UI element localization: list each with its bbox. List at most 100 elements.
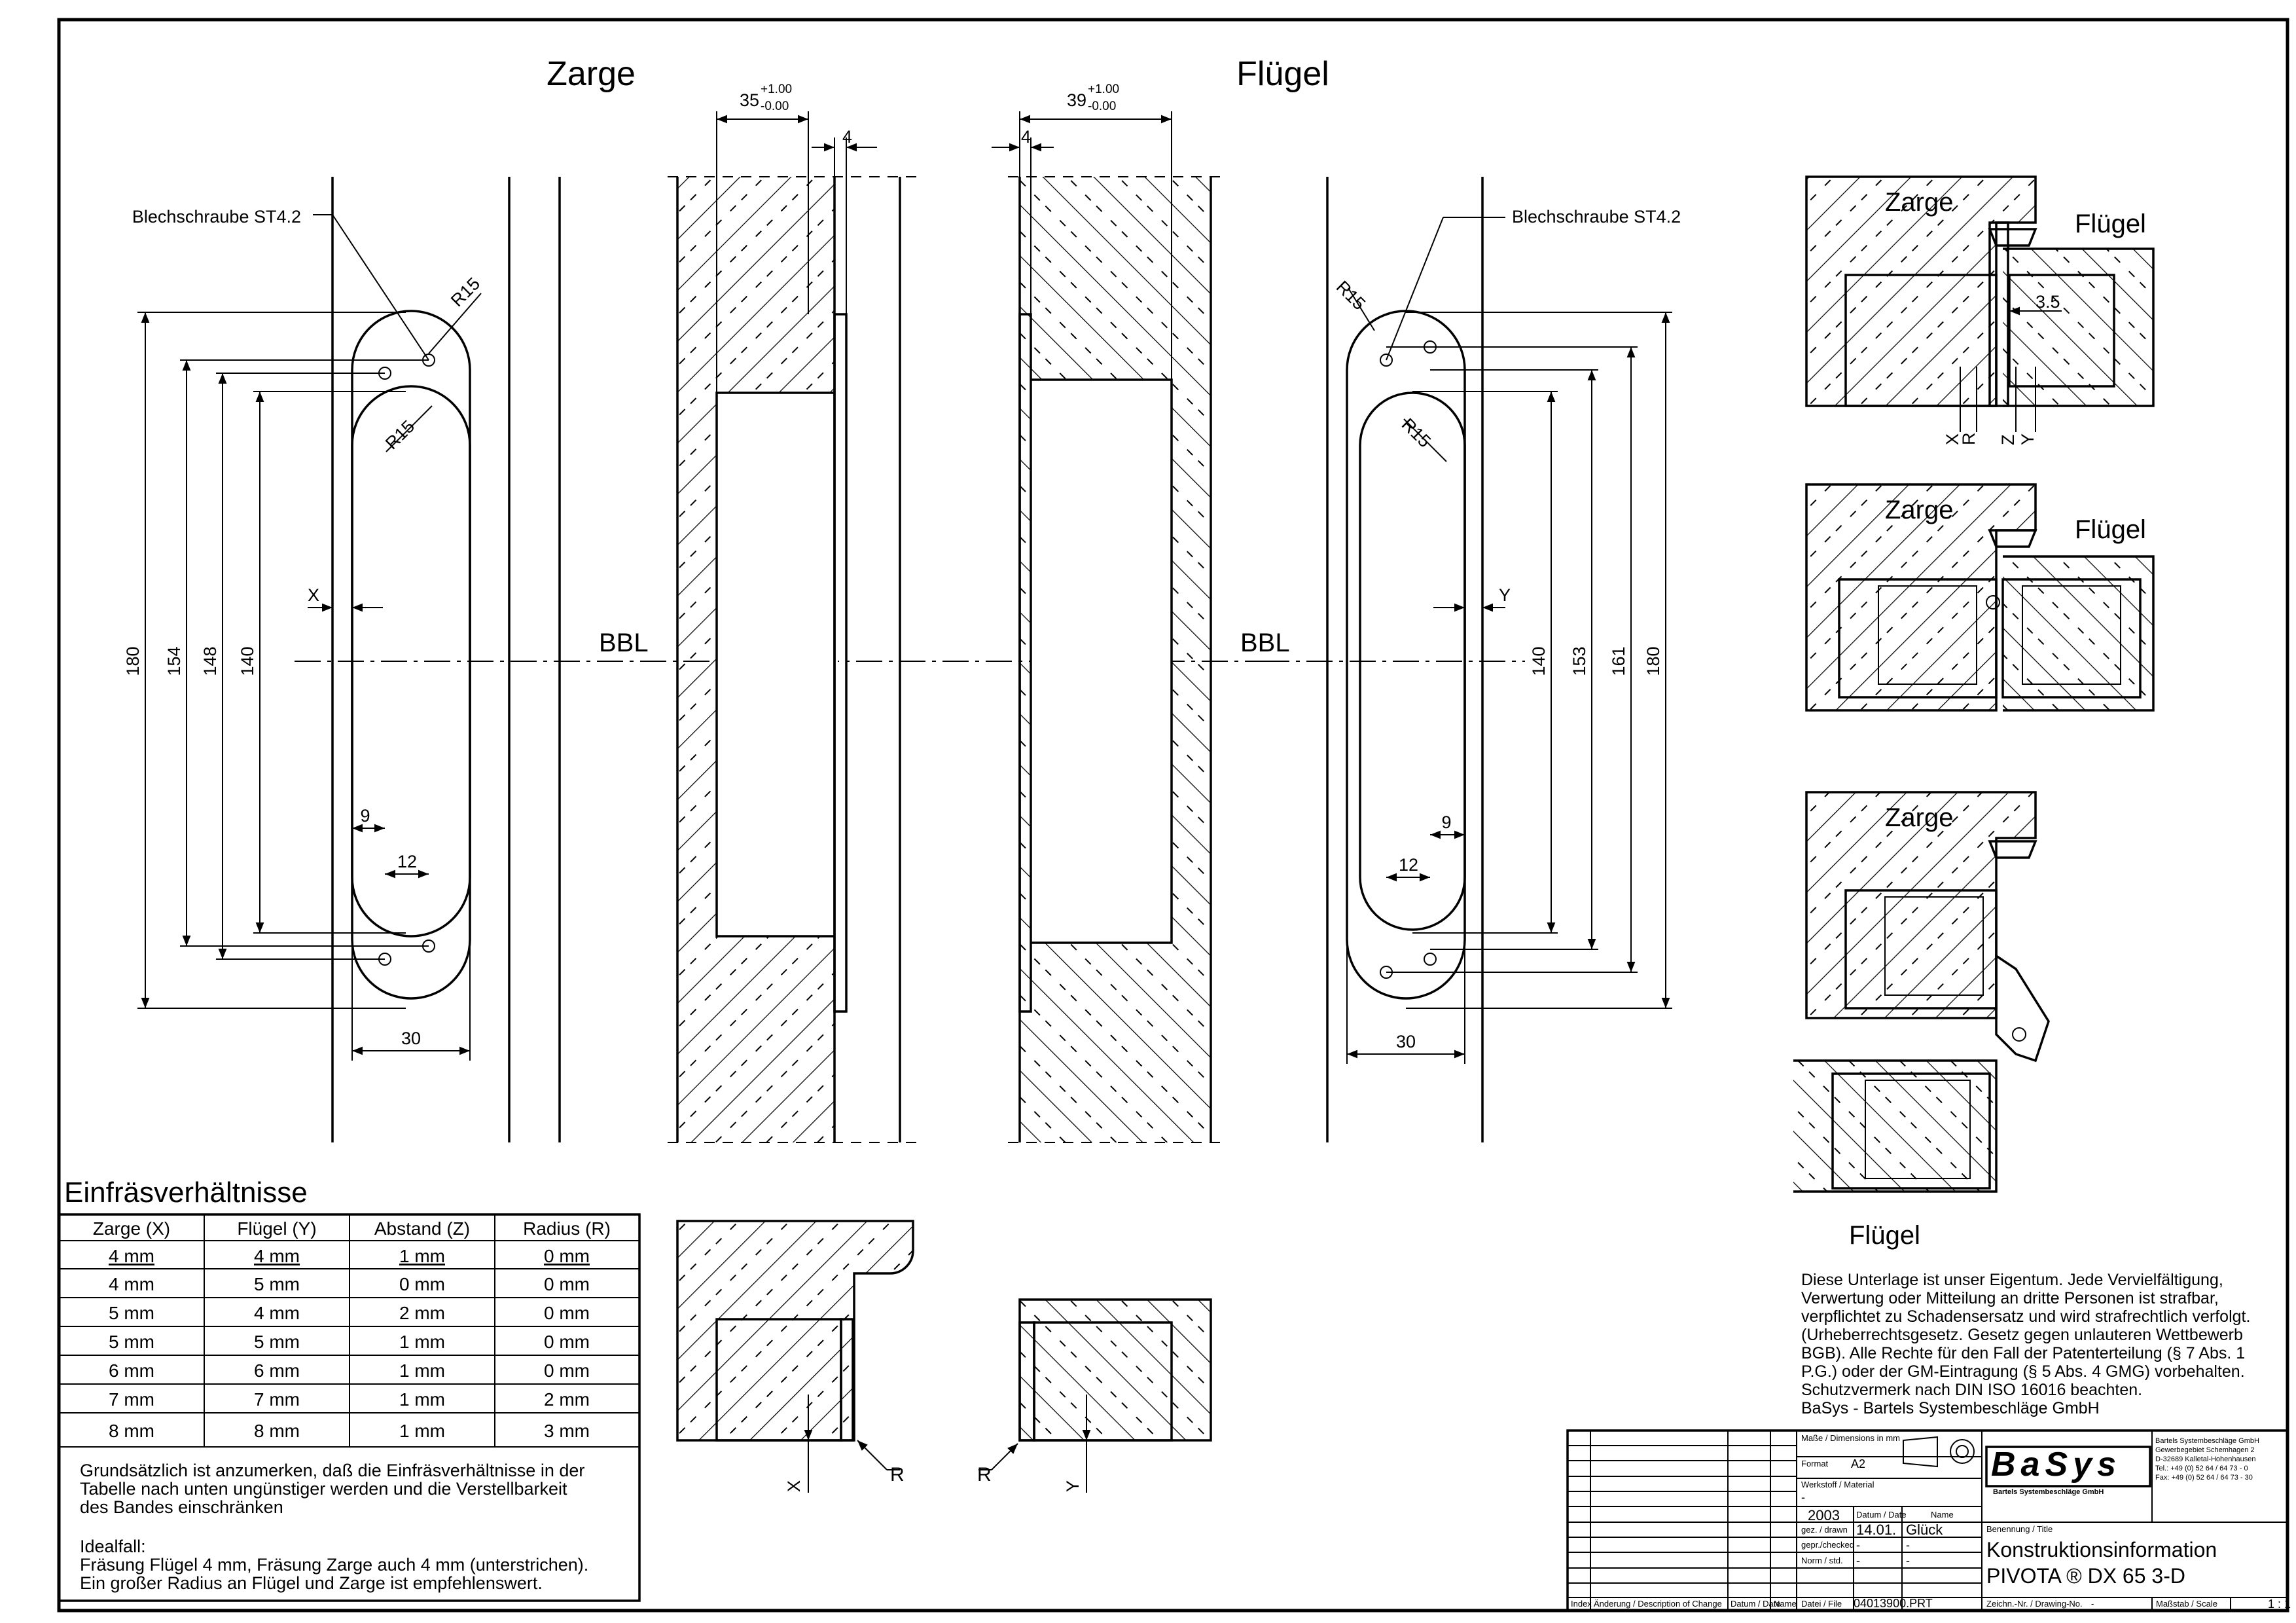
right-detail-1 [1805, 175, 2155, 432]
tb-material-label: Werkstoff / Material [1801, 1480, 1874, 1489]
tb-change-date-label: Datum / Date [1731, 1599, 1781, 1609]
tb-drawing-no-value: - [2091, 1599, 2094, 1609]
dim-30-left: 30 [401, 1029, 421, 1048]
dim-140-right: 140 [1529, 646, 1549, 676]
bbl-label-left: BBL [599, 629, 649, 657]
drawing-border [57, 18, 2289, 1613]
cell-r4c3: 0 mm [544, 1360, 590, 1381]
dim-12-right: 12 [1399, 855, 1418, 875]
right-detail-2 [1805, 483, 2155, 712]
cell-r6c3: 3 mm [544, 1421, 590, 1441]
tb-title-line2: PIVOTA ® DX 65 3-D [1986, 1564, 2185, 1588]
tb-drawn-name: Glück [1906, 1522, 1943, 1538]
cell-r3c0: 5 mm [109, 1332, 154, 1352]
cell-r0c0: 4 mm [109, 1246, 154, 1266]
tb-index-label: Index [1571, 1599, 1592, 1609]
dim-y-right: Y [1499, 585, 1511, 605]
cell-r4c1: 6 mm [254, 1360, 300, 1381]
tb-norm-label: Norm / std. [1801, 1556, 1843, 1565]
r15-label-4: R15 [1398, 414, 1435, 451]
fluegel-front-view [1326, 177, 1672, 1142]
note-4: Idealfall: [80, 1537, 146, 1556]
tb-checked-label: gepr./checked [1801, 1540, 1854, 1550]
tb-date-label: Datum / Date [1856, 1510, 1907, 1520]
dim-153: 153 [1570, 646, 1589, 676]
dim-39-tol-plus: +1.00 [1088, 82, 1119, 96]
dim-4-left: 4 [842, 127, 852, 147]
dim-39-tol-minus: -0.00 [1088, 100, 1116, 113]
right-fluegel-1: Flügel [2075, 210, 2146, 238]
tb-year: 2003 [1808, 1507, 1840, 1523]
cell-r6c1: 8 mm [254, 1421, 300, 1441]
note-2: Tabelle nach unten ungünstiger werden un… [80, 1479, 567, 1499]
cell-r3c2: 1 mm [399, 1332, 445, 1352]
right-zarge-1: Zarge [1885, 188, 1954, 217]
cell-r1c2: 0 mm [399, 1274, 445, 1294]
th-fluegel: Flügel (Y) [237, 1218, 316, 1239]
dim-140-left: 140 [238, 646, 257, 676]
fluegel-detail-section [978, 1298, 1212, 1493]
cell-r0c2: 1 mm [399, 1246, 445, 1266]
right-detail-3 [1793, 791, 2050, 1193]
einfraes-table [58, 1213, 641, 1602]
tb-name-label: Name [1931, 1510, 1954, 1520]
svg-text:BGB). Alle Rechte für den Fall: BGB). Alle Rechte für den Fall der Paten… [1801, 1344, 2245, 1362]
dim-4-right: 4 [1021, 127, 1031, 147]
tb-format-value: A2 [1851, 1457, 1865, 1470]
screw-label-left: Blechschraube ST4.2 [132, 207, 301, 227]
cell-r6c0: 8 mm [109, 1421, 154, 1441]
right-dim-r: R [1959, 433, 1979, 446]
cell-r1c0: 4 mm [109, 1274, 154, 1294]
tb-norm-name: - [1906, 1554, 1910, 1567]
tb-drawn-label: gez. / drawn [1801, 1525, 1848, 1535]
dim-180-left: 180 [123, 646, 143, 676]
tb-material-value: - [1801, 1491, 1805, 1504]
tb-scale-label: Maßstab / Scale [2156, 1599, 2217, 1609]
tb-format-label: Format [1801, 1459, 1829, 1468]
tb-company-1: Bartels Systembeschläge GmbH [2155, 1437, 2259, 1445]
tb-change-label: Änderung / Description of Change [1594, 1599, 1722, 1609]
copyright-notice: Diese Unterlage ist unser Eigentum. Jede… [1801, 1271, 2250, 1417]
cell-r3c3: 0 mm [544, 1332, 590, 1352]
cell-r2c2: 2 mm [399, 1303, 445, 1323]
svg-text:BaSys - Bartels Systembeschläg: BaSys - Bartels Systembeschläge GmbH [1801, 1399, 2100, 1417]
svg-text:(Urheberrechtsgesetz. Gesetz g: (Urheberrechtsgesetz. Gesetz gegen unlau… [1801, 1326, 2243, 1344]
dim-9-right: 9 [1441, 812, 1451, 832]
zarge-detail-section [676, 1220, 914, 1493]
note-3: des Bandes einschränken [80, 1497, 283, 1517]
svg-text:verpflichtet zu Schadensersatz: verpflichtet zu Schadensersatz und wird … [1801, 1307, 2250, 1326]
th-radius: Radius (R) [523, 1218, 611, 1239]
dim-154: 154 [164, 646, 184, 676]
zarge-front-view [137, 177, 561, 1142]
cell-r5c2: 1 mm [399, 1389, 445, 1410]
note-6: Ein großer Radius an Flügel und Zarge is… [80, 1573, 543, 1593]
tb-norm-value: - [1856, 1554, 1860, 1567]
dim-x-left: X [308, 585, 319, 605]
cell-r3c1: 5 mm [254, 1332, 300, 1352]
bbl-label-right: BBL [1240, 629, 1290, 657]
cell-r0c3: 0 mm [544, 1246, 590, 1266]
dim-35-tol-plus: +1.00 [761, 82, 792, 96]
r15-label-2: R15 [382, 416, 418, 453]
right-zarge-2: Zarge [1885, 496, 1954, 524]
note-1: Grundsätzlich ist anzumerken, daß die Ei… [80, 1461, 584, 1480]
tb-file-value: 04013900.PRT [1854, 1597, 1933, 1610]
right-dim-x: X [1943, 433, 1962, 445]
cell-r2c3: 0 mm [544, 1303, 590, 1323]
tb-company-2: Gewerbegebiet Schemhagen 2 [2155, 1446, 2255, 1454]
cell-r1c1: 5 mm [254, 1274, 300, 1294]
svg-text:Schutzvermerk nach DIN ISO 160: Schutzvermerk nach DIN ISO 16016 beachte… [1801, 1381, 2142, 1399]
right-zarge-3: Zarge [1885, 803, 1954, 832]
cell-r5c3: 2 mm [544, 1389, 590, 1410]
cell-r2c0: 5 mm [109, 1303, 154, 1323]
tb-change-name-label: Name [1774, 1599, 1797, 1609]
tb-title-line1: Konstruktionsinformation [1986, 1538, 2217, 1561]
tb-company-3: D-32689 Kalletal-Hohenhausen [2155, 1455, 2256, 1463]
tb-drawn-date: 14.01. [1856, 1522, 1896, 1538]
cell-r4c2: 1 mm [399, 1360, 445, 1381]
tb-dimensions-label: Maße / Dimensions in mm [1801, 1433, 1900, 1443]
tb-company-5: Fax: +49 (0) 52 64 / 64 73 - 30 [2155, 1474, 2253, 1482]
tb-checked-value: - [1856, 1539, 1860, 1552]
tb-title-label: Benennung / Title [1986, 1524, 2053, 1534]
